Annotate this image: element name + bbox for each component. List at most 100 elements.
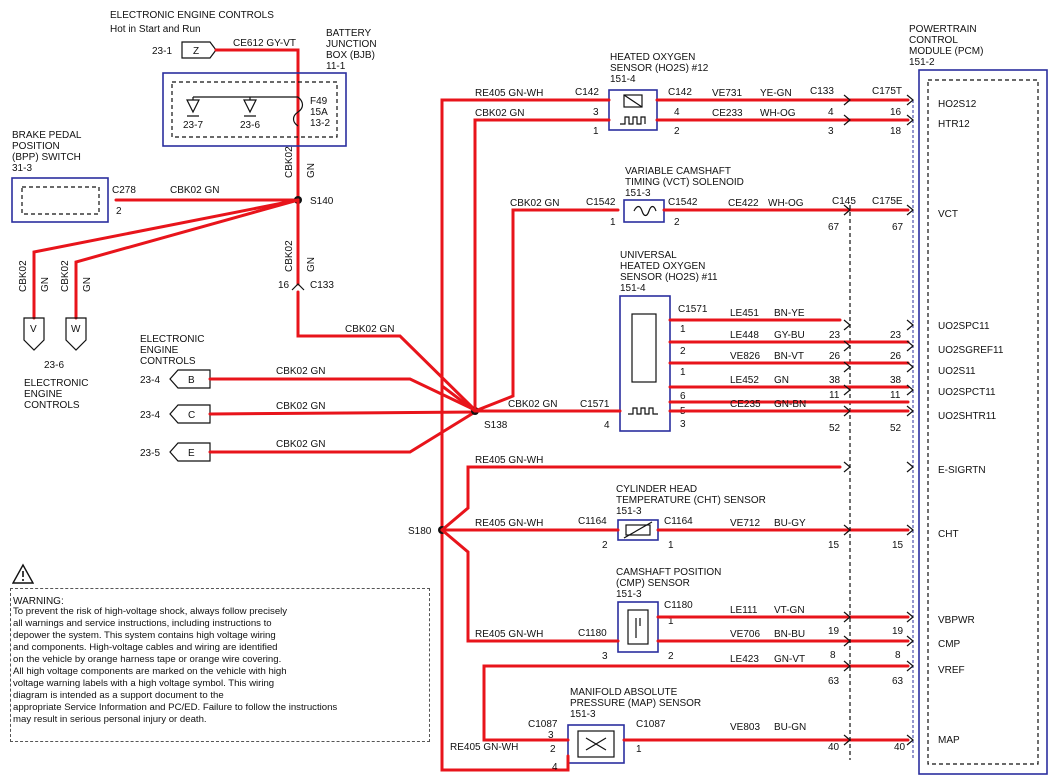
vct-mid-pin: 67 xyxy=(828,222,840,233)
map-conn-l: C1087 xyxy=(528,719,558,730)
uho2s-row-pcm: 52 xyxy=(890,423,902,434)
conn-w-label: W xyxy=(71,324,81,335)
bjb-title-1: BATTERY xyxy=(326,28,372,39)
ground-label-3: CONTROLS xyxy=(24,400,80,411)
ho2s12-pcm-16: 16 xyxy=(890,107,902,118)
uho2s-row-wire: CE235 xyxy=(730,399,761,410)
pcm-pin-map: MAP xyxy=(938,735,960,746)
uho2s-row-mid: 23 xyxy=(829,330,841,341)
ho2s12-c133: C133 xyxy=(810,86,834,97)
z-ref: 23-1 xyxy=(152,46,172,57)
top-subtitle: Hot in Start and Run xyxy=(110,24,201,35)
bpp-switch: BRAKE PEDAL POSITION (BPP) SWITCH 31-3 C… xyxy=(11,130,219,223)
uho2s-row-pcm: 23 xyxy=(890,330,902,341)
cmp-outline xyxy=(617,601,659,653)
ho2s12-out2-color: WH-OG xyxy=(760,108,796,119)
conn-b-label: B xyxy=(188,375,195,386)
bjb-outline xyxy=(162,72,347,147)
bjb-ref-a: 23-7 xyxy=(183,120,203,131)
connector-tick xyxy=(843,734,851,746)
bjb-box: BATTERY JUNCTION BOX (BJB) 11-1 23-7 23-… xyxy=(162,28,377,147)
ho2s12-pin-1: 1 xyxy=(593,126,599,137)
warning-box xyxy=(10,588,430,742)
vbpwr-color: VT-GN xyxy=(774,605,805,616)
map-pin-4: 4 xyxy=(552,762,558,773)
z-connector-shape xyxy=(181,41,217,59)
cmp-color: BN-BU xyxy=(774,629,805,640)
pcm-pin-uo2spct11: UO2SPCT11 xyxy=(938,387,996,398)
ho2s12-out1-wire: VE731 xyxy=(712,88,742,99)
s138-label: S138 xyxy=(484,420,508,431)
map-outline xyxy=(567,724,625,764)
ground-ref: 23-6 xyxy=(44,360,64,371)
ho2s12-c175t: C175T xyxy=(872,86,902,97)
connector-tick xyxy=(906,660,914,672)
map-title-1: MANIFOLD ABSOLUTE xyxy=(570,687,678,698)
pcm-title-3: MODULE (PCM) xyxy=(909,46,983,57)
uho2s-pin-l: 4 xyxy=(604,420,610,431)
s180-label: S180 xyxy=(408,526,432,537)
cmp-conn-r: C1180 xyxy=(664,600,693,611)
vlabel-gn-b: GN xyxy=(306,257,317,272)
vref-mid: 63 xyxy=(828,676,840,687)
s140-label: S140 xyxy=(310,196,334,207)
vct-coil-icon xyxy=(633,205,657,217)
uho2s-conn-l: C1571 xyxy=(580,399,610,410)
connector-tick xyxy=(843,384,851,396)
uho2s-row-color: GY-BU xyxy=(774,330,805,341)
pcm-pin-labels: HO2S12HTR12VCTUO2SPC11UO2SGREF11UO2S11UO… xyxy=(938,99,1004,746)
vlabel-gn-v: GN xyxy=(40,277,51,292)
bjb-fuse-a-icon xyxy=(186,99,200,117)
connector-tick xyxy=(906,405,914,417)
bpp-wire: CBK02 GN xyxy=(170,185,219,196)
z-connector: 23-1 Z CE612 GY-VT xyxy=(152,38,296,59)
map-pin-2: 2 xyxy=(550,744,556,755)
wire-s140-v xyxy=(32,198,300,320)
pcm-pin-ho2s12: HO2S12 xyxy=(938,99,977,110)
pcm-pin-uo2sgref11: UO2SGREF11 xyxy=(938,345,1004,356)
uho2s-row-mid: 11 xyxy=(829,390,840,401)
ho2s12-heater-icon xyxy=(620,94,646,125)
ho2s12-conn-r: C142 xyxy=(668,87,692,98)
ground-label-2: ENGINE xyxy=(24,389,63,400)
vct-outline xyxy=(623,199,665,223)
bpp-inner xyxy=(21,186,100,215)
vref-wire: LE423 xyxy=(730,654,759,665)
vct-pin-2: 2 xyxy=(674,217,680,228)
vct-in: CBK02 GN xyxy=(510,198,559,209)
uho2s-row-pin: 1 xyxy=(680,324,686,335)
map-out-wire: VE803 xyxy=(730,722,760,733)
vct-conn-l: C1542 xyxy=(586,197,616,208)
wire-b-s138 xyxy=(208,377,477,412)
bjb-inner xyxy=(171,81,338,138)
connector-tick xyxy=(843,461,851,473)
vct-out-color: WH-OG xyxy=(768,198,804,209)
wire-c-label: CBK02 GN xyxy=(276,401,325,412)
map-lead-ret xyxy=(558,754,570,772)
connector-tick xyxy=(906,204,914,216)
pcm-outline xyxy=(918,69,1048,775)
cmp-conn-l: C1180 xyxy=(578,628,607,639)
fuse-f49: F49 xyxy=(310,96,328,107)
bjb-title-2: JUNCTION xyxy=(326,39,377,50)
warning-text: To prevent the risk of high-voltage shoc… xyxy=(13,606,338,725)
vct-title-3: 151-3 xyxy=(625,188,651,199)
ho2s12-title-1: HEATED OXYGEN xyxy=(610,52,695,63)
uho2s-row-color: BN-VT xyxy=(774,351,804,362)
vbpwr-wire: LE111 xyxy=(730,605,758,616)
connector-tick xyxy=(843,635,851,647)
ho2s12: RE405 GN-WH CBK02 GN HEATED OXYGEN SENSO… xyxy=(475,52,709,137)
ho2s12-conn-l: C142 xyxy=(575,87,599,98)
pcm-pin-cmp: CMP xyxy=(938,639,961,650)
cmp-title-3: 151-3 xyxy=(616,589,642,600)
ho2s12-mid-3: 3 xyxy=(828,126,834,137)
uho2s-title-1: UNIVERSAL xyxy=(620,250,677,261)
connector-tick xyxy=(843,611,851,623)
vct-c175e: C175E xyxy=(872,196,903,207)
conn-e-label: E xyxy=(188,448,195,459)
connector-tick xyxy=(906,319,914,331)
wire-s138-uho2s-label: CBK02 GN xyxy=(508,399,557,410)
ho2s12-out1-color: YE-GN xyxy=(760,88,792,99)
uho2s-heater-icon xyxy=(628,407,658,415)
pcm-pin-uo2s11: UO2S11 xyxy=(938,366,976,377)
